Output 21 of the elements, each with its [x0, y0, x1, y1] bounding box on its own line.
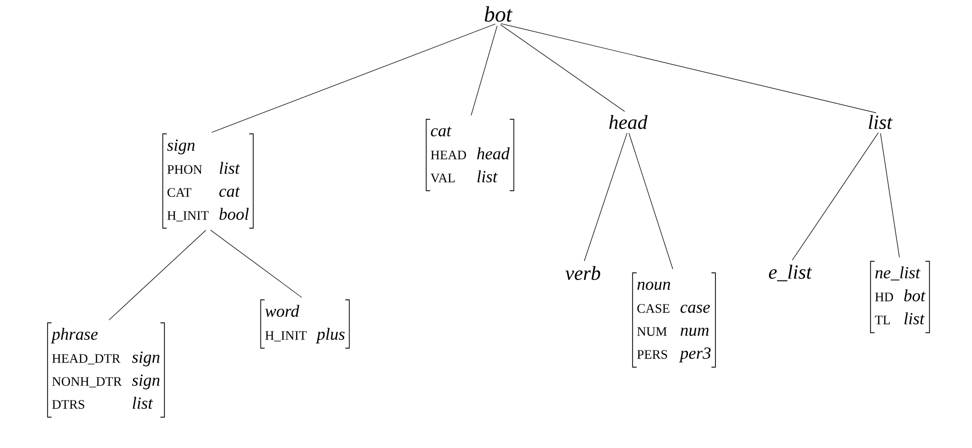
feature-matrix: word H_INIT plus — [260, 299, 350, 349]
tree-line — [470, 26, 498, 116]
feature-matrix: phrase HEAD_DTR sign NONH_DTR sign DTRS list — [47, 322, 165, 418]
tree-line — [210, 230, 302, 298]
tree-line — [584, 132, 628, 262]
feature-matrix: noun CASE case NUM num PERS per3 — [632, 272, 716, 368]
type-label: head — [609, 114, 648, 130]
feature-matrix: sign PHON list CAT cat H_INIT bool — [162, 133, 254, 229]
type-label: verb — [566, 266, 600, 280]
type-label: list — [868, 114, 893, 130]
tree-line — [108, 230, 206, 320]
tree-line — [880, 132, 900, 258]
type-label: e_list — [768, 264, 812, 282]
feature-matrix: cat HEAD head VAL list — [426, 118, 514, 192]
tree-line — [211, 24, 496, 133]
tree-line — [500, 23, 876, 114]
type-label: bot — [484, 6, 512, 22]
tree-line — [628, 132, 674, 270]
feature-matrix: ne_list HD bot TL list — [870, 260, 930, 334]
tree-line — [792, 132, 879, 261]
tree-line — [500, 24, 626, 112]
